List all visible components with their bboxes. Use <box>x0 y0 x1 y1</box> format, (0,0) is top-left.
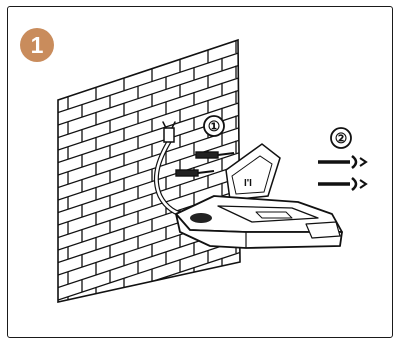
callout-1-marker: ① <box>204 116 224 136</box>
wall-mounted-tray-icon <box>176 196 342 248</box>
step-number-badge: 1 <box>20 28 54 62</box>
screw-and-anchor-loose-icon <box>318 156 366 190</box>
callout-2-label: ② <box>335 132 348 147</box>
callout-2-marker: ② <box>331 128 351 148</box>
brick-wall-icon <box>58 40 240 317</box>
svg-text:I'I: I'I <box>244 178 252 189</box>
callout-1-label: ① <box>208 120 221 135</box>
